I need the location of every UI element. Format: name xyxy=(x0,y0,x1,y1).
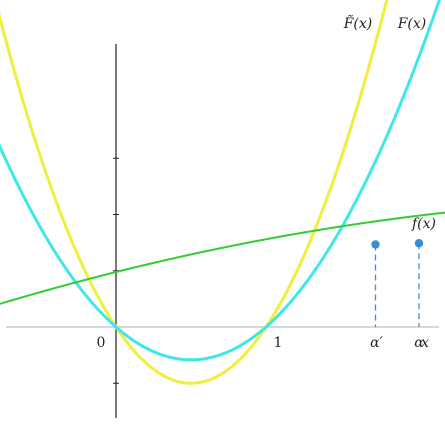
F-curve xyxy=(0,0,441,362)
alpha-label: α xyxy=(414,335,424,351)
curves xyxy=(0,0,445,385)
intersection-alpha xyxy=(414,239,424,248)
series-label-F: F(x) xyxy=(397,16,427,32)
series-label-ftilde: F̃(x) xyxy=(343,14,373,32)
x-tick-label-0: 0 xyxy=(97,335,106,351)
ftilde-curve xyxy=(0,0,389,385)
x-axis-label: x xyxy=(421,335,429,351)
alpha-prime-label: α′ xyxy=(370,335,383,351)
intersection-points xyxy=(371,239,424,249)
intersection-alpha-prime xyxy=(371,240,380,249)
guide-lines xyxy=(374,243,420,327)
x-tick-label-1: 1 xyxy=(274,335,283,351)
axes xyxy=(6,44,439,418)
series-label-f: f(x) xyxy=(411,216,436,232)
f-curve xyxy=(0,211,445,305)
